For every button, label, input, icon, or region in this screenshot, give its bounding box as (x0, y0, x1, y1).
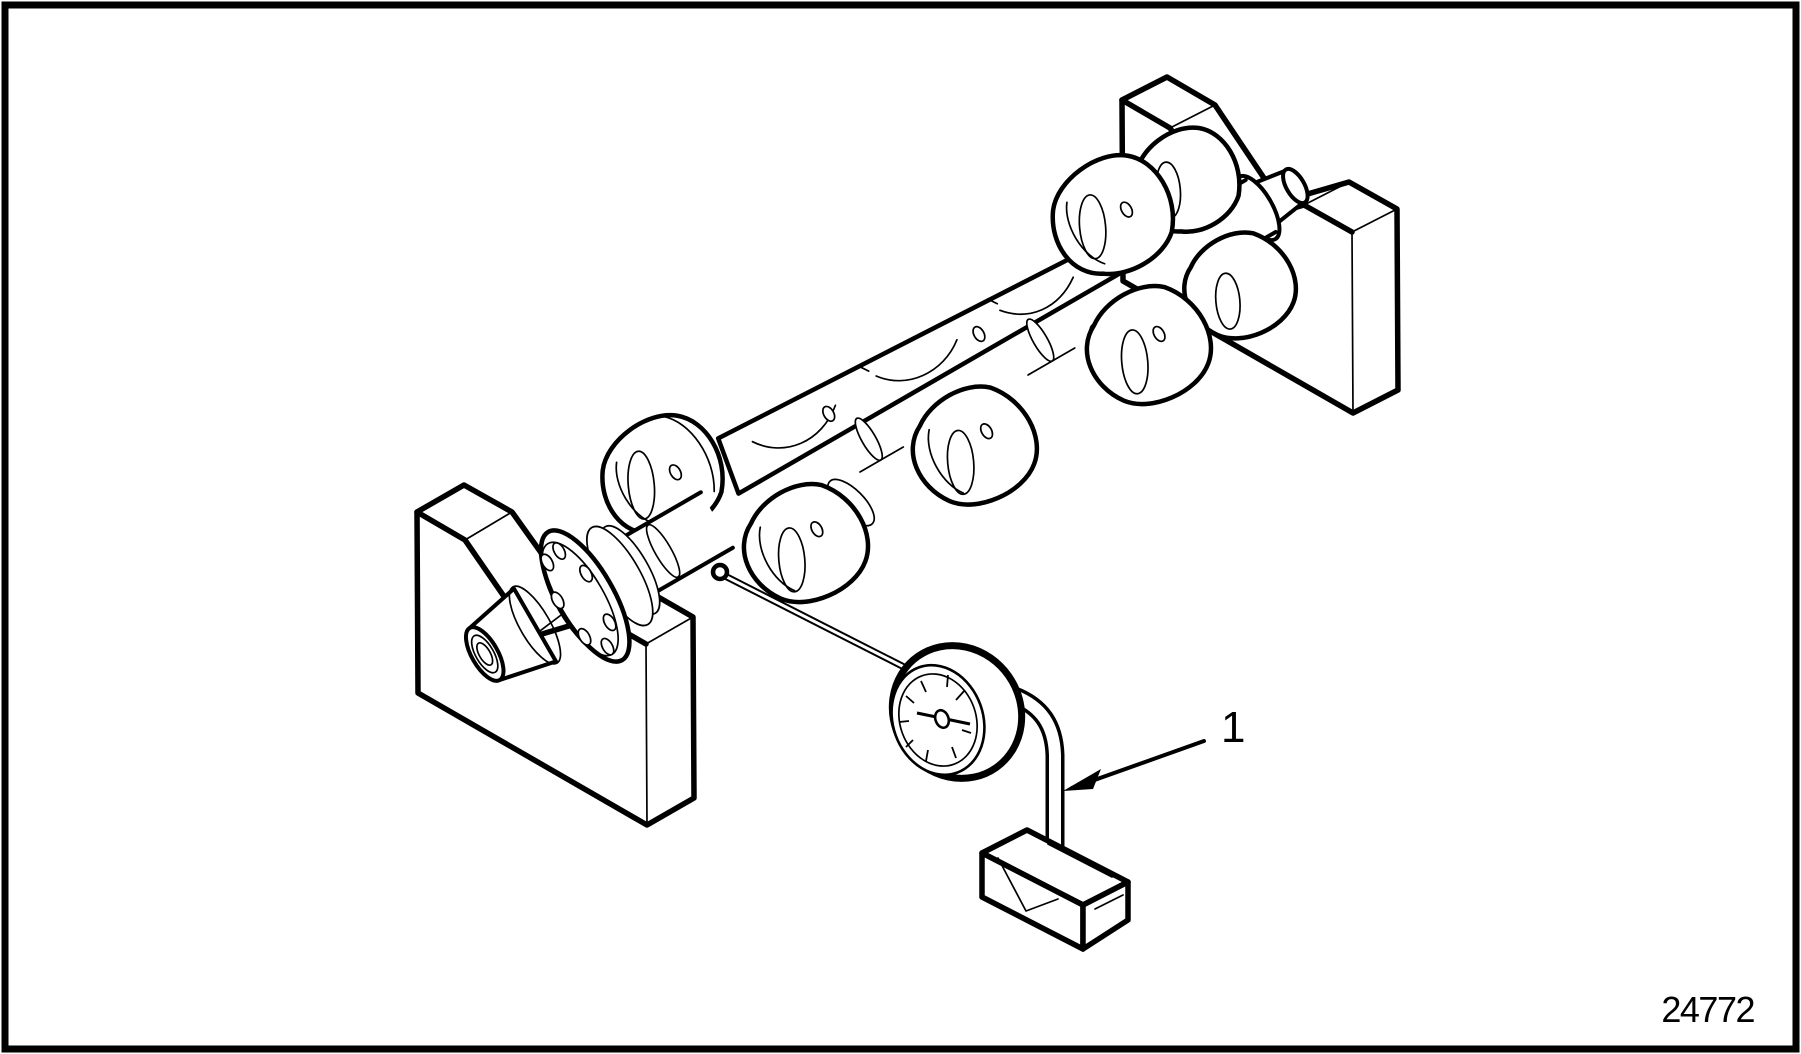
counterweight-down-3 (1084, 283, 1214, 407)
crankshaft-flange (538, 524, 661, 664)
indicator-needle-hub (933, 708, 951, 730)
callout-label: 1 (1221, 703, 1245, 752)
indicator-ticks (898, 674, 972, 762)
counterweight-down-2 (910, 384, 1040, 507)
indicator-probe (721, 571, 908, 672)
figure-number: 24772 (1661, 989, 1754, 1030)
indicator-face-ring (897, 673, 979, 767)
crankshaft-mid-webs (715, 240, 1128, 496)
crankshaft (463, 125, 1310, 683)
probe-contact-point (710, 562, 730, 582)
callout-1: 1 (1063, 703, 1245, 791)
counterweight-up-2 (1050, 152, 1176, 277)
dial-indicator (710, 562, 1131, 952)
magnetic-base (979, 827, 1131, 952)
crankshaft-snout (463, 585, 562, 683)
callout-arrowhead (1063, 769, 1101, 791)
counterweight-down-1 (741, 481, 871, 605)
